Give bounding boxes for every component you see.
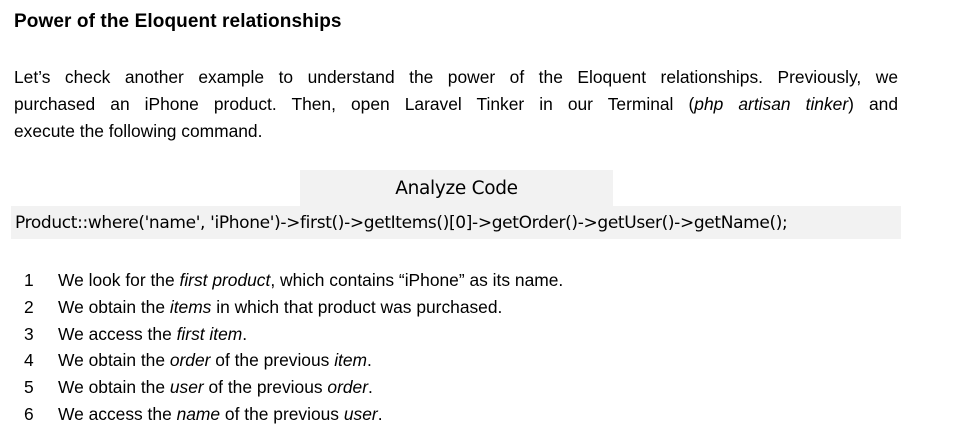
code-title: Analyze Code <box>395 178 518 199</box>
step-text-part: We access the <box>58 403 177 424</box>
step-text-part: We obtain the <box>58 350 170 371</box>
intro-line-3: execute the following command. <box>14 121 263 141</box>
step-emphasis: order <box>327 377 369 398</box>
step-emphasis: first product <box>179 270 271 290</box>
step-emphasis: user <box>343 403 378 424</box>
step-emphasis: first item <box>176 323 243 344</box>
step-text-part: . <box>377 403 383 424</box>
step-text-part: . <box>242 323 248 344</box>
step-emphasis: user <box>169 377 204 398</box>
step-text: We obtain the order of the previous item… <box>58 347 372 374</box>
step-emphasis: order <box>169 350 211 371</box>
step-text-part: of the previous <box>220 403 344 424</box>
step-text: We access the name of the previous user. <box>58 401 383 428</box>
step-emphasis: item <box>334 350 368 371</box>
intro-line-2-start: purchased an iPhone product. Then, open … <box>14 94 695 114</box>
step-number: 5 <box>24 377 34 398</box>
step-text: We obtain the user of the previous order… <box>58 374 373 401</box>
intro-line-2-end: ) and <box>848 94 899 114</box>
step-text: We obtain the items in which that produc… <box>58 294 502 321</box>
step-text-part: . <box>368 377 373 398</box>
step-text: We access the first item. <box>58 321 247 348</box>
step-number: 3 <box>24 323 34 344</box>
code-line: Product::where('name', 'iPhone')->first(… <box>15 213 788 233</box>
step-emphasis: items <box>169 296 212 317</box>
step-text-part: We look for the <box>58 270 180 290</box>
step-number: 1 <box>24 270 34 290</box>
step-text-part: We obtain the <box>58 377 170 398</box>
step-number: 4 <box>24 350 34 371</box>
step-text: We look for the first product, which con… <box>58 267 563 294</box>
step-text-part: , which contains “iPhone” as its name. <box>270 270 564 290</box>
step-text-part: We access the <box>58 323 177 344</box>
step-text-part: We obtain the <box>58 296 170 317</box>
intro-line-1: Let’s check another example to understan… <box>14 67 898 87</box>
step-text-part: . <box>367 350 372 371</box>
step-emphasis: name <box>176 403 221 424</box>
step-text-part: of the previous <box>203 377 328 398</box>
step-number: 6 <box>24 403 34 424</box>
intro-paragraph: Let’s check another example to understan… <box>14 64 898 145</box>
code-block: Product::where('name', 'iPhone')->first(… <box>11 206 901 239</box>
tinker-command: php artisan tinker <box>694 94 849 114</box>
intro-line-2: purchased an iPhone product. Then, open … <box>14 91 898 118</box>
step-text-part: of the previous <box>210 350 335 371</box>
section-heading: Power of the Eloquent relationships <box>14 11 342 32</box>
code-title-box: Analyze Code <box>300 170 613 206</box>
step-text-part: in which that product was purchased. <box>211 296 503 317</box>
step-number: 2 <box>24 296 34 317</box>
